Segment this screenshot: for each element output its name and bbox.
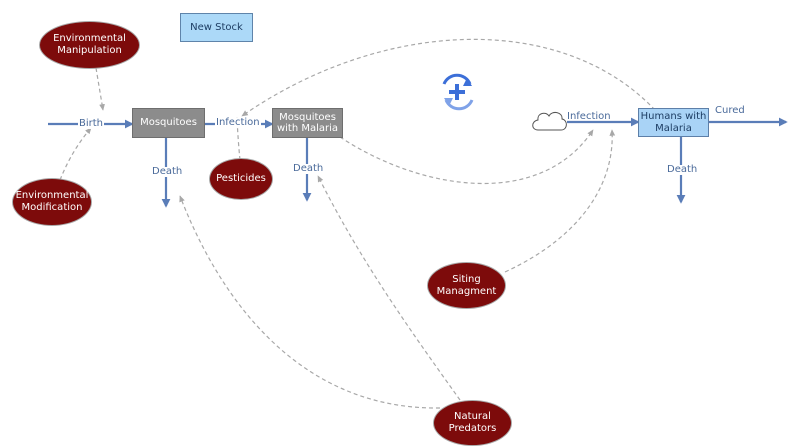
new-stock-button[interactable]: New Stock [180, 13, 253, 42]
flow-infection-human-label: Infection [567, 111, 611, 122]
cloud-source-icon [532, 111, 567, 131]
flow-infection-mosquito-label: Infection [215, 117, 261, 128]
siting-label-line2: Managment [436, 285, 497, 297]
variable-siting-managment[interactable]: Siting Managment [427, 262, 506, 309]
stock-mosquitoes-malaria-label-line2: with Malaria [276, 123, 339, 134]
pesticides-label: Pesticides [216, 173, 266, 184]
stock-mosquitoes-label: Mosquitoes [140, 117, 197, 129]
predators-label-line2: Predators [448, 423, 497, 434]
stock-humans-malaria-label-line1: Humans with [640, 111, 707, 122]
link-malaria-mosquitoes-to-human-infection[interactable] [339, 129, 594, 184]
link-predators-to-mosquito-death[interactable] [179, 195, 441, 409]
link-env-manip-to-birth[interactable] [95, 67, 105, 111]
add-element-icon[interactable] [442, 73, 474, 111]
env-mod-label-line2: Modification [21, 202, 83, 213]
env-mod-label-line1: Environmental [15, 190, 89, 201]
flow-death-mosquitoes-label: Death [151, 166, 184, 177]
link-env-mod-to-birth[interactable] [59, 127, 92, 181]
variable-natural-predators[interactable]: Natural Predators [433, 400, 512, 446]
stock-humans-with-malaria[interactable]: Humans with Malaria [638, 108, 709, 137]
stock-mosquitoes[interactable]: Mosquitoes [132, 108, 205, 138]
env-manip-label-line1: Environmental [53, 33, 126, 44]
env-manip-label-line2: Manipulation [57, 45, 122, 56]
variable-pesticides[interactable]: Pesticides [209, 158, 273, 200]
variable-environmental-modification[interactable]: Environmental Modification [12, 178, 92, 226]
stock-mosquitoes-malaria-label-line1: Mosquitoes [279, 111, 336, 123]
link-predators-to-malaria-mosquito-death[interactable] [317, 175, 461, 401]
stock-humans-malaria-label-line2: Malaria [655, 122, 692, 134]
flow-cured-label: Cured [715, 105, 745, 116]
variable-environmental-manipulation[interactable]: Environmental Manipulation [39, 21, 140, 69]
flow-death-malaria-mosquitoes-label: Death [292, 163, 325, 174]
stock-mosquitoes-with-malaria[interactable]: Mosquitoes with Malaria [272, 108, 343, 138]
link-humans-to-mosquito-infection[interactable] [241, 38, 656, 117]
link-siting-to-human-infection[interactable] [504, 129, 616, 273]
flow-birth-label: Birth [78, 118, 105, 129]
siting-label-line1: Siting [452, 273, 481, 285]
flow-death-humans-label: Death [666, 164, 699, 175]
predators-label-line1: Natural [454, 411, 491, 422]
